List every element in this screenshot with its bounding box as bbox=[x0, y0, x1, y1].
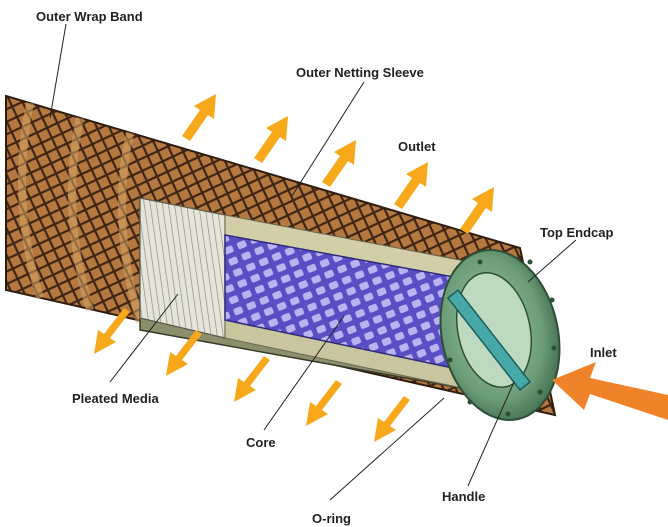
outlet-arrow bbox=[234, 356, 270, 402]
label-o-ring: O-ring bbox=[312, 512, 351, 525]
label-outer-netting-sleeve: Outer Netting Sleeve bbox=[296, 66, 424, 79]
label-core: Core bbox=[246, 436, 276, 449]
label-outer-wrap-band: Outer Wrap Band bbox=[36, 10, 143, 23]
label-pleated-media: Pleated Media bbox=[72, 392, 159, 405]
outlet-arrow bbox=[460, 187, 494, 234]
outlet-arrow bbox=[374, 396, 410, 442]
label-handle: Handle bbox=[442, 490, 485, 503]
pleated-media-shape bbox=[140, 198, 225, 338]
outlet-arrow bbox=[394, 162, 428, 209]
label-inlet: Inlet bbox=[590, 346, 617, 359]
outlet-arrow bbox=[182, 94, 216, 141]
label-outlet: Outlet bbox=[398, 140, 436, 153]
label-top-endcap: Top Endcap bbox=[540, 226, 613, 239]
inlet-arrow bbox=[552, 362, 668, 420]
outlet-arrow bbox=[254, 116, 288, 163]
outlet-arrow bbox=[322, 140, 356, 187]
outlet-arrow bbox=[306, 380, 342, 426]
